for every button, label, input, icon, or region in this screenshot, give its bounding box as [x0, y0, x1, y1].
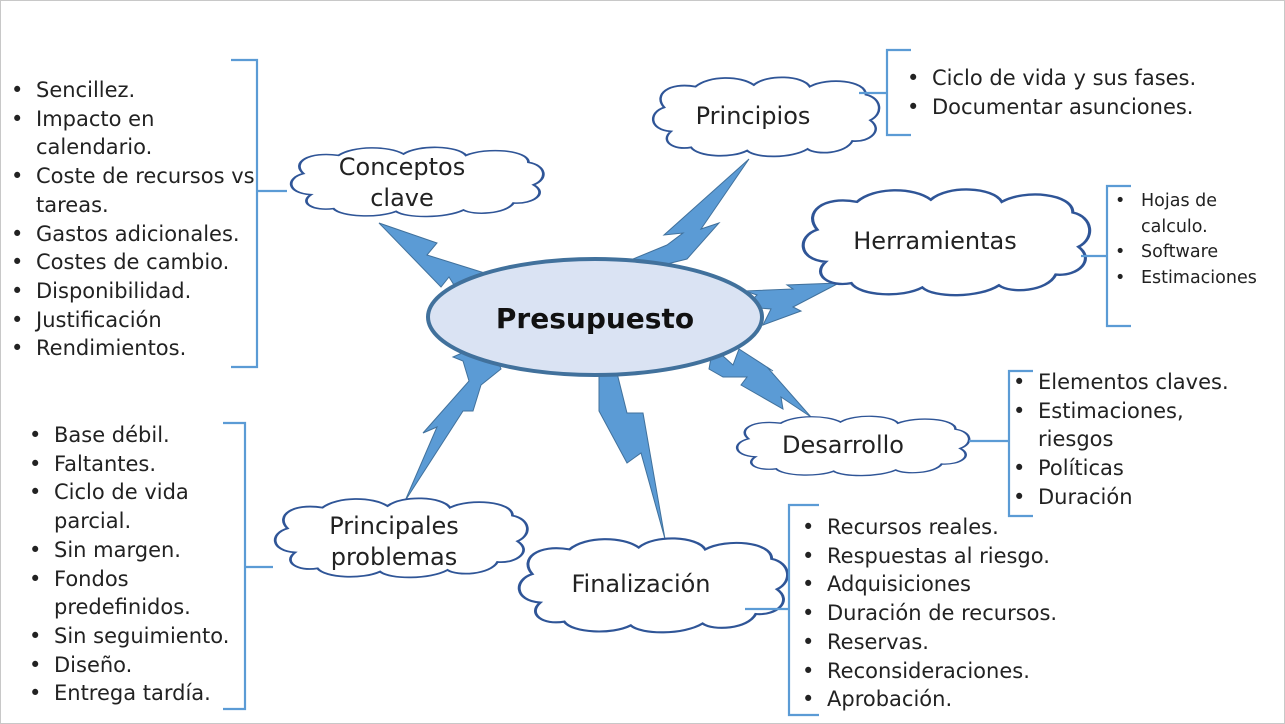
list-desarrollo: Elementos claves.Estimaciones, riesgosPo… [1007, 368, 1257, 512]
list-item: Estimaciones, riesgos [1007, 397, 1257, 454]
list-item: Costes de cambio. [5, 248, 255, 277]
bolt-principios [631, 158, 750, 266]
list-principios: Ciclo de vida y sus fases.Documentar asu… [901, 64, 1231, 121]
list-item: Entrega tardía. [23, 679, 245, 708]
list-item: Rendimientos. [5, 334, 255, 363]
list-item: Base débil. [23, 421, 245, 450]
list-item: Justificación [5, 306, 255, 335]
list-item: Fondos predefinidos. [23, 565, 245, 622]
list-item: Aprobación. [796, 685, 1086, 714]
list-item: Documentar asunciones. [901, 93, 1231, 122]
bracket-conceptos [231, 58, 287, 369]
list-item: Ciclo de vida y sus fases. [901, 64, 1231, 93]
list-item: Sin margen. [23, 536, 245, 565]
list-item: Sencillez. [5, 76, 255, 105]
list-item: Duración de recursos. [796, 599, 1086, 628]
list-item: Recursos reales. [796, 513, 1086, 542]
node-problemas-label: Principales problemas [329, 512, 459, 571]
node-desarrollo-label: Desarrollo [782, 431, 904, 459]
list-herramientas: Hojas de calculo.SoftwareEstimaciones [1111, 189, 1257, 292]
list-item: Coste de recursos vs tareas. [5, 162, 255, 219]
list-item: Diseño. [23, 651, 245, 680]
list-item: Políticas [1007, 454, 1257, 483]
node-herramientas-label: Herramientas [853, 227, 1017, 255]
node-conceptos-label: Conceptos clave [338, 153, 466, 212]
list-conceptos: Sencillez.Impacto en calendario.Coste de… [5, 76, 255, 363]
list-item: Duración [1007, 483, 1257, 512]
list-item: Gastos adicionales. [5, 220, 255, 249]
node-principios-label: Principios [695, 102, 811, 130]
bolt-desarrollo [708, 346, 812, 418]
center-label: Presupuesto [495, 302, 695, 335]
list-item: Reconsideraciones. [796, 657, 1086, 686]
list-problemas: Base débil.Faltantes.Ciclo de vida parci… [23, 421, 245, 708]
list-item: Hojas de calculo. [1111, 189, 1251, 240]
bolt-problemas [404, 348, 502, 502]
bracket-finalizacion [745, 503, 819, 717]
list-item: Faltantes. [23, 450, 245, 479]
node-finalizacion-label: Finalización [571, 570, 711, 598]
list-item: Estimaciones [1111, 266, 1257, 292]
center-ellipse [426, 257, 764, 377]
list-item: Impacto en calendario. [5, 105, 255, 162]
bracket-principios [859, 48, 911, 137]
list-item: Respuestas al riesgo. [796, 542, 1086, 571]
list-item: Adquisiciones [796, 570, 1086, 599]
list-finalizacion: Recursos reales.Respuestas al riesgo.Adq… [796, 513, 1086, 714]
bolt-finalizacion [598, 372, 666, 540]
list-item: Ciclo de vida parcial. [23, 478, 245, 535]
list-item: Software [1111, 240, 1251, 266]
list-item: Sin seguimiento. [23, 622, 245, 651]
list-item: Elementos claves. [1007, 368, 1257, 397]
list-item: Disponibilidad. [5, 277, 255, 306]
bracket-herramientas [1081, 184, 1131, 328]
list-item: Reservas. [796, 628, 1086, 657]
